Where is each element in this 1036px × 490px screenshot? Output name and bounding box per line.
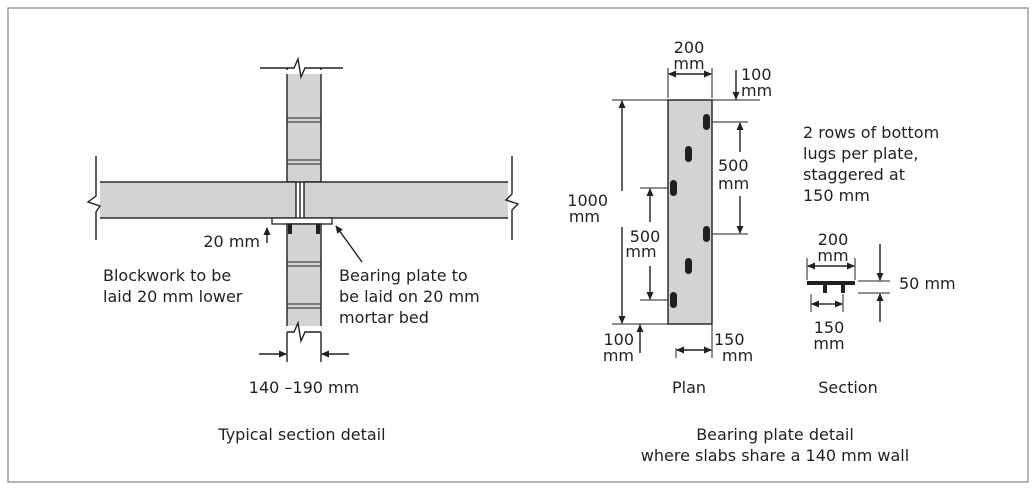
plan-bottom-unit: mm bbox=[603, 346, 634, 365]
plan-left-pitch-value: 500 bbox=[630, 227, 661, 246]
typical-section-detail: 20 mm Blockwork to be laid 20 mm lower B… bbox=[86, 56, 520, 444]
note-lugs-line1: 2 rows of bottom bbox=[803, 123, 939, 142]
dim-gap-label: 20 mm bbox=[203, 232, 260, 251]
lug bbox=[670, 292, 677, 308]
plan-width-value: 200 bbox=[674, 38, 705, 57]
bottom-break-line bbox=[287, 320, 321, 344]
plan-offset-value: 150 bbox=[714, 330, 745, 349]
section-offset-unit: mm bbox=[813, 334, 844, 353]
note-blockwork-line2: laid 20 mm lower bbox=[103, 287, 243, 306]
note-lugs-line2: lugs per plate, bbox=[803, 144, 918, 163]
lug bbox=[703, 226, 710, 242]
section-offset-value: 150 bbox=[814, 318, 845, 337]
top-break-line bbox=[260, 56, 343, 80]
note-bearing-line3: mortar bed bbox=[339, 308, 429, 327]
plan-total-unit: mm bbox=[569, 207, 600, 226]
lower-blockwork-wall bbox=[286, 223, 322, 333]
note-lugs-line4: 150 mm bbox=[803, 186, 870, 205]
section-plate bbox=[807, 281, 855, 285]
section-lug bbox=[841, 285, 845, 293]
caption-typical-section: Typical section detail bbox=[217, 425, 385, 444]
note-blockwork-line1: Blockwork to be bbox=[103, 266, 231, 285]
section-height-label: 50 mm bbox=[899, 274, 956, 293]
note-lugs-line3: staggered at bbox=[803, 165, 905, 184]
plan-right-pitch-value: 500 bbox=[718, 156, 749, 175]
upper-blockwork-wall bbox=[286, 69, 322, 183]
lug bbox=[670, 180, 677, 196]
left-slab bbox=[95, 181, 297, 219]
plan-total-value: 1000 bbox=[567, 191, 608, 210]
plan-right-pitch-unit: mm bbox=[718, 174, 749, 193]
lug bbox=[685, 258, 692, 274]
right-break-line bbox=[504, 156, 520, 240]
left-break-line bbox=[86, 156, 102, 240]
bearing-plate-detail: 200 mm 100 mm 1000 mm 500 mm 500 mm 100 … bbox=[567, 38, 955, 465]
plan-bottom-value: 100 bbox=[603, 330, 634, 349]
caption-bearing-plate-line1: Bearing plate detail bbox=[696, 425, 854, 444]
figure-frame bbox=[7, 7, 1029, 483]
lug bbox=[703, 114, 710, 130]
section-width-value: 200 bbox=[818, 230, 849, 249]
plan-left-pitch-unit: mm bbox=[625, 242, 656, 261]
plan-label: Plan bbox=[672, 378, 706, 397]
section-width-unit: mm bbox=[817, 246, 848, 265]
lug bbox=[685, 146, 692, 162]
plan-top-value: 100 bbox=[741, 65, 772, 84]
dim-wall-label: 140 –190 mm bbox=[249, 378, 359, 397]
bearing-leader bbox=[335, 225, 363, 263]
caption-bearing-plate-line2: where slabs share a 140 mm wall bbox=[641, 446, 909, 465]
section-lug bbox=[823, 285, 827, 293]
section-label: Section bbox=[818, 378, 877, 397]
note-bearing-line2: be laid on 20 mm bbox=[339, 287, 480, 306]
plan-width-unit: mm bbox=[673, 54, 704, 73]
bearing-plate bbox=[271, 217, 333, 225]
note-bearing-line1: Bearing plate to bbox=[339, 266, 468, 285]
plan-offset-unit: mm bbox=[722, 346, 753, 365]
right-slab bbox=[303, 181, 513, 219]
plan-top-unit: mm bbox=[741, 81, 772, 100]
plan-plate bbox=[667, 99, 713, 325]
